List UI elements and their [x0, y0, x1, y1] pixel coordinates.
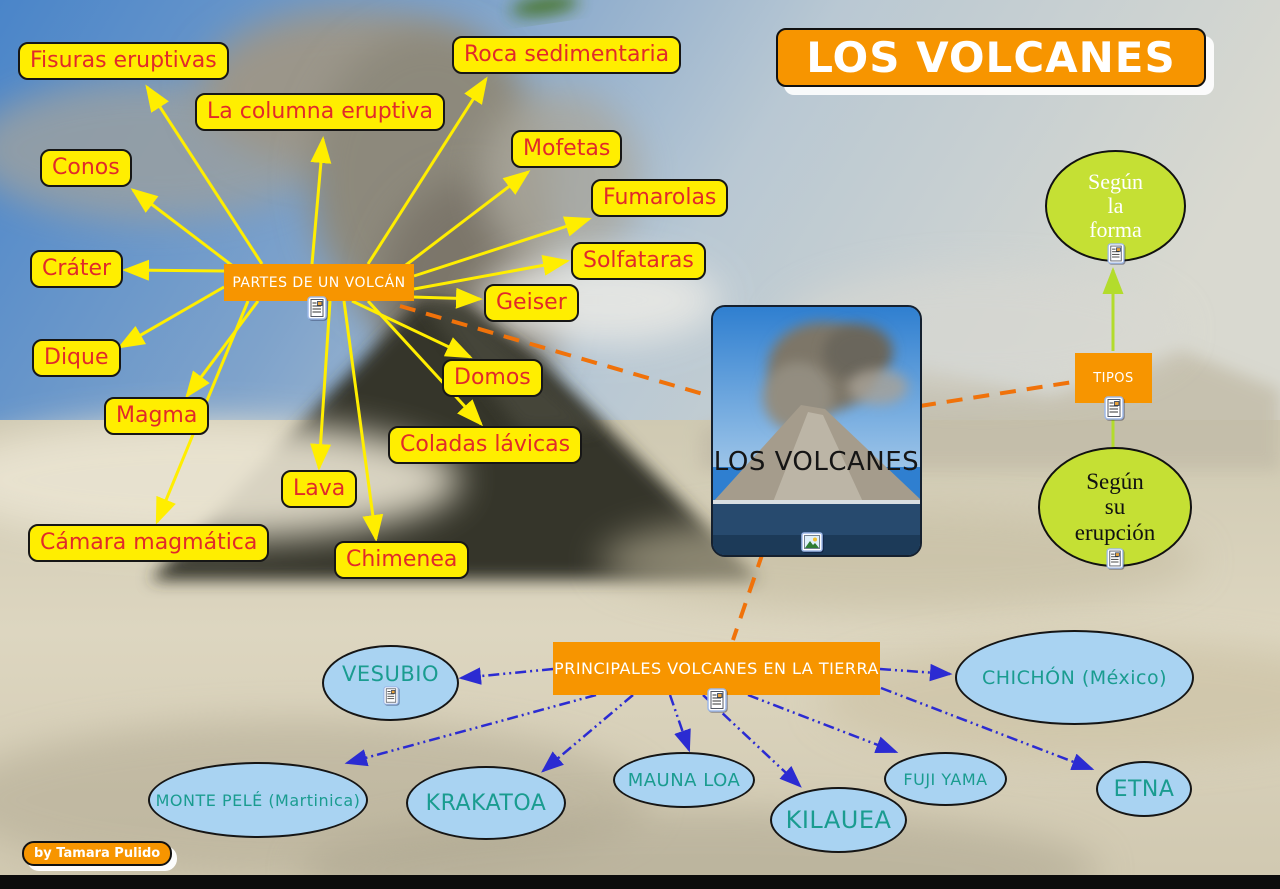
part-label-lava[interactable]: Lava	[281, 470, 358, 508]
volcano-etna[interactable]: ETNA	[1096, 761, 1192, 817]
document-icon[interactable]	[1106, 548, 1124, 569]
part-label-domos[interactable]: Domos	[442, 359, 543, 397]
volcano-label: ETNA	[1113, 776, 1175, 802]
node-principales-volcanes[interactable]: PRINCIPALES VOLCANES EN LA TIERRA	[553, 642, 880, 695]
document-icon[interactable]	[382, 685, 399, 705]
part-label-fumarolas[interactable]: Fumarolas	[591, 179, 729, 217]
credit-badge: by Tamara Pulido	[22, 841, 173, 866]
document-icon[interactable]	[1106, 243, 1125, 264]
volcano-label: MAUNA LOA	[627, 769, 741, 791]
center-image-photo	[713, 307, 920, 555]
part-label-dique[interactable]: Dique	[32, 339, 121, 377]
volcano-kilauea[interactable]: KILAUEA	[770, 787, 907, 853]
volcano-label: FUJI YAMA	[903, 769, 988, 789]
volcano-krakatoa[interactable]: KRAKATOA	[406, 766, 566, 840]
page-title: LOS VOLCANES	[776, 28, 1206, 87]
volcano-label: MONTE PELÉ (Martinica)	[155, 790, 361, 810]
part-label-geiser[interactable]: Geiser	[484, 284, 579, 322]
document-icon[interactable]	[307, 296, 327, 320]
type-label: Según la forma	[1088, 168, 1143, 243]
center-image[interactable]: LOS VOLCANES	[711, 305, 922, 557]
image-icon[interactable]	[801, 532, 823, 552]
volcano-label: KRAKATOA	[425, 790, 547, 816]
part-label-magma[interactable]: Magma	[104, 397, 210, 435]
part-label-coladas-lavicas[interactable]: Coladas lávicas	[388, 426, 583, 464]
part-label-solfataras[interactable]: Solfataras	[571, 242, 706, 280]
type-node-segun-su-erupcion[interactable]: Según su erupción	[1038, 447, 1192, 569]
part-label-mofetas[interactable]: Mofetas	[511, 130, 623, 168]
node-tipos[interactable]: TIPOS	[1075, 353, 1152, 403]
type-node-segun-la-forma[interactable]: Según la forma	[1045, 150, 1186, 264]
volcano-vesubio[interactable]: VESUBIO	[322, 645, 459, 721]
part-label-roca-sedimentaria[interactable]: Roca sedimentaria	[452, 36, 682, 74]
part-label-conos[interactable]: Conos	[40, 149, 132, 187]
volcano-mauna-loa[interactable]: MAUNA LOA	[613, 752, 755, 808]
volcano-label: CHICHÓN (México)	[981, 666, 1168, 689]
node-partes-de-un-volcan[interactable]: PARTES DE UN VOLCÁN	[224, 264, 414, 301]
part-label-crater[interactable]: Cráter	[30, 250, 124, 288]
part-label-fisuras-eruptivas[interactable]: Fisuras eruptivas	[18, 42, 229, 80]
center-image-caption: LOS VOLCANES	[713, 447, 920, 477]
volcano-fuji-yama[interactable]: FUJI YAMA	[884, 752, 1007, 806]
document-icon[interactable]	[707, 688, 727, 712]
type-label: Según su erupción	[1074, 469, 1156, 545]
part-label-la-columna-eruptiva[interactable]: La columna eruptiva	[195, 93, 445, 131]
part-label-chimenea[interactable]: Chimenea	[334, 541, 470, 579]
volcano-chichon[interactable]: CHICHÓN (México)	[955, 630, 1194, 725]
document-icon[interactable]	[1104, 396, 1124, 420]
part-label-camara-magmatica[interactable]: Cámara magmática	[28, 524, 270, 562]
volcano-label: VESUBIO	[342, 661, 439, 686]
volcano-label: KILAUEA	[785, 806, 892, 834]
volcano-monte-pele[interactable]: MONTE PELÉ (Martinica)	[148, 762, 368, 838]
